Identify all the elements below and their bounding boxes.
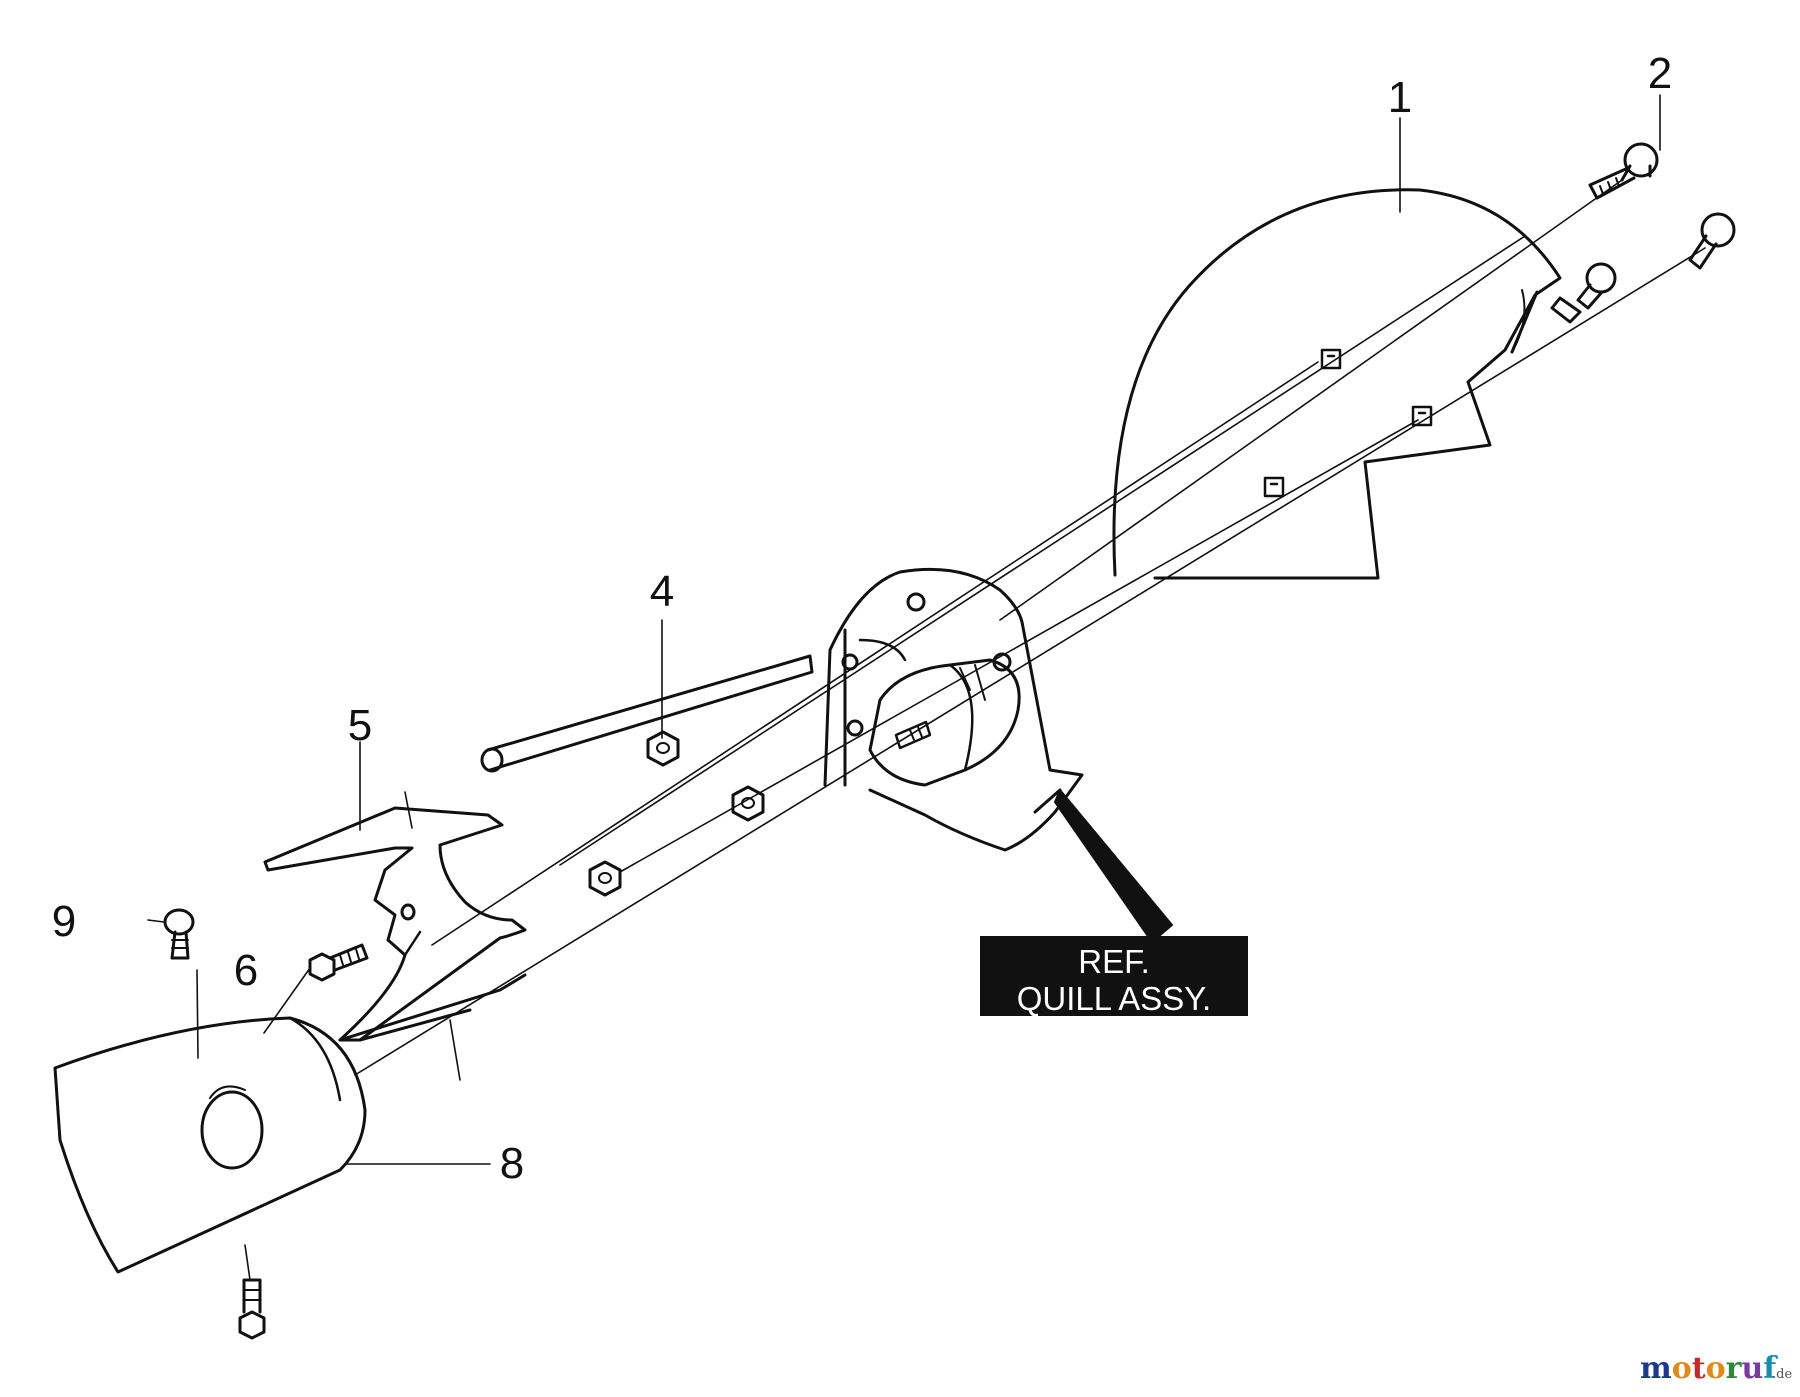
callout-2: 2 — [1648, 49, 1672, 98]
part-2-carriage-bolts — [1550, 142, 1736, 324]
quill-assembly — [480, 567, 1084, 852]
watermark-letter: r — [1726, 1351, 1743, 1386]
watermark-letter: f — [1763, 1351, 1778, 1386]
watermark-letter: o — [1706, 1351, 1726, 1386]
reference-line-2: QUILL ASSY. — [1017, 980, 1211, 1017]
watermark-letter: m — [1640, 1351, 1672, 1386]
reference-pointer — [1054, 789, 1173, 943]
callout-1: 1 — [1388, 73, 1412, 122]
callout-5: 5 — [348, 701, 372, 750]
watermark-suffix: .de — [1772, 1367, 1792, 1382]
watermark-letter: o — [1672, 1351, 1692, 1386]
callout-9: 9 — [52, 897, 76, 946]
watermark-letter: t — [1692, 1351, 1706, 1386]
part-4-nuts — [588, 730, 765, 897]
callout-8: 8 — [500, 1139, 524, 1188]
reference-box — [980, 936, 1248, 1016]
watermark-letter: u — [1741, 1351, 1763, 1386]
assembly-center-lines — [196, 179, 1706, 1281]
callout-leaders — [147, 94, 1661, 1165]
part-5-mounting-bracket — [263, 806, 527, 1042]
reference-line-1: REF. — [1078, 943, 1150, 980]
watermark-brand: motoruf — [1640, 1351, 1778, 1386]
part-6-bolt — [308, 943, 369, 982]
part-8-side-shield — [53, 1016, 367, 1274]
part-1-deflector-shield — [1112, 188, 1562, 580]
part-9-shield-bolts — [163, 908, 266, 1340]
callout-6: 6 — [234, 946, 258, 995]
watermark-logo: motoruf .de — [1640, 1351, 1792, 1386]
callout-4: 4 — [650, 567, 674, 616]
